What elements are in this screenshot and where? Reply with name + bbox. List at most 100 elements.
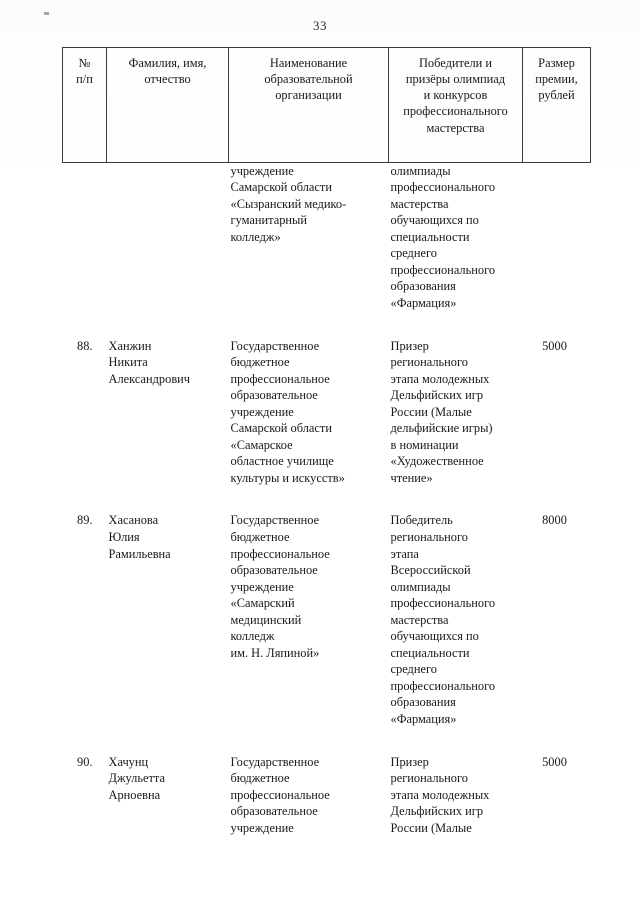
table-row-spacer-cell xyxy=(63,312,591,338)
cell-prize-amount: 5000 xyxy=(542,338,567,353)
column-header-line: отчество xyxy=(144,72,191,87)
cell-achievement-line: регионального xyxy=(390,530,468,545)
cell-fullname-line: Рамильевна xyxy=(108,546,171,561)
cell-organization-line: «Самарское xyxy=(230,437,293,452)
column-header-line: Победители и xyxy=(418,56,492,70)
cell-achievement-line: профессионального xyxy=(390,180,496,195)
cell-organization-line: Государственное xyxy=(230,513,320,528)
cell-achievement-line: «Фармация» xyxy=(390,712,457,727)
cell-fullname-line: Хасанова xyxy=(108,513,159,528)
cell-achievement-line: олимпиады xyxy=(390,579,451,594)
cell-organization-line: бюджетное xyxy=(230,355,290,370)
cell-fullname-line: Никита xyxy=(108,355,148,370)
cell-organization-line: им. Н. Ляпиной» xyxy=(230,645,320,660)
column-header-line: профессионального xyxy=(403,104,508,119)
cell-achievement-line: регионального xyxy=(390,355,468,370)
cell-achievement-line: мастерства xyxy=(390,612,449,627)
cell-organization-line: «Сызранский медико- xyxy=(230,196,347,211)
cell-fullname-line: Арноевна xyxy=(108,787,161,802)
cell-achievement-line: олимпиады xyxy=(390,163,451,178)
cell-fullname xyxy=(107,162,229,311)
cell-achievement-line: Всероссийской xyxy=(390,563,471,578)
column-header-fullname: Фамилия, имя, отчество xyxy=(106,47,229,163)
cell-achievement-line: профессионального xyxy=(390,262,496,277)
cell-number: 88. xyxy=(77,338,93,353)
cell-achievement-line: дельфийские игры) xyxy=(390,421,493,436)
cell-achievement-line: мастерства xyxy=(390,196,449,211)
column-header-line: Фамилия, имя, xyxy=(128,56,207,70)
cell-fullname-line: Джульетта xyxy=(108,771,165,786)
cell-organization-line: учреждение xyxy=(230,404,294,419)
cell-achievement-line: профессионального xyxy=(390,678,496,693)
cell-organization-line: учреждение xyxy=(230,820,294,835)
column-header-line: Наименование xyxy=(269,56,348,70)
cell-organization-line: бюджетное xyxy=(230,771,290,786)
cell-achievement-line: регионального xyxy=(390,771,468,786)
cell-prize-amount: 5000 xyxy=(542,754,567,769)
cell-achievement-line: специальности xyxy=(390,229,470,244)
cell-achievement-line: Дельфийских игр xyxy=(390,388,484,403)
cell-achievement-line: Призер xyxy=(390,754,429,769)
cell-fullname-line: Александрович xyxy=(108,371,191,386)
cell-organization-line: Самарской области xyxy=(230,421,332,436)
cell-fullname-line: Юлия xyxy=(108,530,140,545)
cell-achievement-line: образования xyxy=(390,279,456,294)
column-header-line: № xyxy=(78,56,91,70)
table-row-spacer xyxy=(63,728,591,754)
cell-fullname-line: Ханжин xyxy=(108,338,152,353)
cell-achievement-line: в номинации xyxy=(390,437,459,452)
cell-achievement-line: этапа xyxy=(390,546,419,561)
cell-prize-amount xyxy=(523,162,591,311)
cell-organization-line: образовательное xyxy=(230,804,318,819)
cell-achievement-line: России (Малые xyxy=(390,820,472,835)
cell-achievement-line: этапа молодежных xyxy=(390,371,490,386)
table-row-spacer xyxy=(63,486,591,512)
column-header-line: рублей xyxy=(538,88,575,103)
cell-organization-line: областное училище xyxy=(230,454,334,469)
cell-organization-line: культуры и искусств» xyxy=(230,470,345,485)
cell-achievement-line: Дельфийских игр xyxy=(390,804,484,819)
cell-number: 90. xyxy=(77,754,93,769)
table-row-spacer xyxy=(63,312,591,338)
cell-organization-line: учреждение xyxy=(230,579,294,594)
cell-achievement-line: «Художественное xyxy=(390,454,484,469)
cell-organization-line: колледж» xyxy=(230,229,281,244)
cell-organization-line: гуманитарный xyxy=(230,213,307,228)
cell-achievement-line: профессионального xyxy=(390,596,496,611)
cell-achievement-line: Победитель xyxy=(390,513,453,528)
cell-achievement-line: обучающихся по xyxy=(390,629,479,644)
cell-organization-line: Государственное xyxy=(230,754,320,769)
cell-organization-line: профессиональное xyxy=(230,371,330,386)
cell-prize-amount: 8000 xyxy=(542,513,567,528)
scan-artifact-speck xyxy=(44,12,49,15)
cell-organization-line: образовательное xyxy=(230,388,318,403)
page-number: 33 xyxy=(313,18,327,33)
cell-organization-line: профессиональное xyxy=(230,787,330,802)
table-row-spacer-cell xyxy=(63,728,591,754)
column-header-line: п/п xyxy=(76,72,93,87)
column-header-line: Размер xyxy=(538,56,575,70)
cell-organization-line: колледж xyxy=(230,629,275,644)
column-header-line: призёры олимпиад xyxy=(405,72,506,87)
cell-achievement-line: России (Малые xyxy=(390,404,472,419)
column-header-line: мастерства xyxy=(426,120,485,135)
cell-organization-line: бюджетное xyxy=(230,530,290,545)
